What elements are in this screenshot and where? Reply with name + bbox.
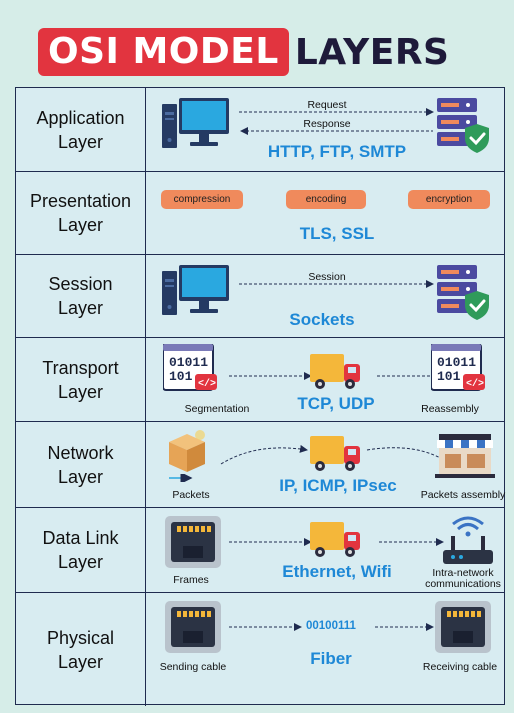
layer-name-line2: Layer: [57, 381, 104, 402]
layer-name-line2: Layer: [57, 215, 104, 235]
layer-name-line1: Presentation: [29, 191, 132, 211]
protocols: Sockets: [289, 310, 355, 329]
secure-server-icon: [437, 265, 491, 322]
delivery-truck-icon: [310, 354, 360, 389]
layer-content: Sending cable 00100111 Fiber Receiving c…: [147, 593, 504, 706]
layer-name-line1: Session: [48, 274, 113, 294]
secure-server-icon: [437, 98, 491, 155]
request-response-arrows: [239, 108, 434, 135]
package-icon: [169, 430, 205, 472]
frames-label: Frames: [173, 574, 209, 586]
physical-arrows: [229, 623, 434, 631]
data-link-arrows: [229, 538, 444, 546]
transport-layer-row: Transport Layer Segmentation TCP, UDP Re…: [16, 338, 504, 422]
protocols: HTTP, FTP, SMTP: [267, 142, 407, 161]
bits-label: 00100111: [306, 620, 356, 632]
wifi-router-icon: [443, 516, 495, 566]
layer-name: Application Layer: [16, 88, 146, 171]
session-label: Session: [308, 271, 346, 283]
layer-name: Transport Layer: [16, 338, 146, 421]
protocols: Fiber: [310, 649, 352, 668]
layer-content: compression encoding encryption TLS, SSL: [147, 172, 504, 254]
desktop-computer-icon: [162, 98, 229, 148]
packets-assembly-label: Packets assembly: [420, 489, 506, 501]
store-icon: [435, 434, 495, 478]
application-layer-row: Application Layer Request Response HTTP,…: [16, 88, 504, 172]
pill-encoding: encoding: [286, 190, 366, 209]
protocols: IP, ICMP, IPsec: [279, 476, 397, 495]
packets-label: Packets: [172, 489, 210, 501]
send-arrow-icon: [169, 474, 193, 482]
delivery-truck-icon: [310, 522, 360, 557]
layer-name: Physical Layer: [16, 593, 146, 706]
presentation-layer-row: Presentation Layer compression encoding …: [16, 172, 504, 255]
page-title: OSI MODEL LAYERS: [38, 27, 449, 77]
session-layer-row: Session Layer Session Sockets: [16, 255, 504, 338]
request-label: Request: [307, 99, 347, 111]
layer-name-line1: Data Link: [42, 528, 119, 548]
desktop-computer-icon: [162, 265, 229, 315]
layer-name: Presentation Layer: [16, 172, 146, 254]
session-arrow: [239, 280, 434, 288]
network-layer-row: Network Layer Packets IP, ICMP, IPsec Pa…: [16, 422, 506, 508]
pill-encryption: encryption: [408, 190, 490, 209]
layer-name: Data Link Layer: [16, 508, 146, 592]
data-link-layer-row: Data Link Layer Frames Ethernet, Wifi In…: [16, 508, 504, 593]
title-suffix: LAYERS: [294, 31, 450, 73]
layer-name-line1: Network: [47, 442, 114, 463]
sending-cable-label: Sending cable: [159, 661, 227, 673]
title-highlight: OSI MODEL: [38, 28, 289, 76]
intra-network-label: Intra-network: [432, 567, 494, 579]
binary-code-icon: [431, 344, 486, 391]
layer-name-line1: Application: [36, 107, 125, 128]
receiving-cable-label: Receiving cable: [422, 661, 498, 673]
layer-content: Segmentation TCP, UDP Reassembly: [147, 338, 504, 421]
delivery-truck-icon: [310, 436, 360, 471]
layer-content: Packets IP, ICMP, IPsec Packets assembly: [147, 422, 506, 507]
segmentation-label: Segmentation: [184, 403, 250, 415]
layer-name-line1: Physical: [46, 627, 115, 648]
reassembly-label: Reassembly: [421, 403, 479, 415]
protocols: TCP, UDP: [297, 394, 375, 413]
protocols: Ethernet, Wifi: [282, 562, 392, 581]
layer-content: Session Sockets: [147, 255, 504, 337]
layer-name-line2: Layer: [57, 552, 104, 572]
osi-layers-table: Application Layer Request Response HTTP,…: [15, 87, 506, 706]
layer-name-line2: Layer: [57, 466, 104, 487]
binary-code-icon: [163, 344, 218, 391]
layer-name-line2: Layer: [57, 651, 104, 672]
ethernet-port-icon: [165, 516, 221, 568]
communications-label: communications: [425, 578, 501, 590]
ethernet-port-icon: [165, 601, 221, 653]
pill-compression: compression: [161, 190, 243, 209]
response-label: Response: [303, 118, 351, 130]
protocols: TLS, SSL: [299, 224, 375, 243]
transport-arrows: [229, 372, 440, 380]
layer-name: Session Layer: [16, 255, 146, 337]
layer-name: Network Layer: [16, 422, 146, 507]
layer-content: Frames Ethernet, Wifi Intra-network comm…: [147, 508, 504, 592]
physical-layer-row: Physical Layer Sending cable 00100111 Fi…: [16, 593, 504, 706]
layer-name-line2: Layer: [57, 298, 104, 318]
layer-content: Request Response HTTP, FTP, SMTP: [147, 88, 504, 171]
layer-name-line1: Transport: [42, 357, 119, 378]
ethernet-port-icon: [435, 601, 491, 653]
layer-name-line2: Layer: [57, 131, 104, 152]
